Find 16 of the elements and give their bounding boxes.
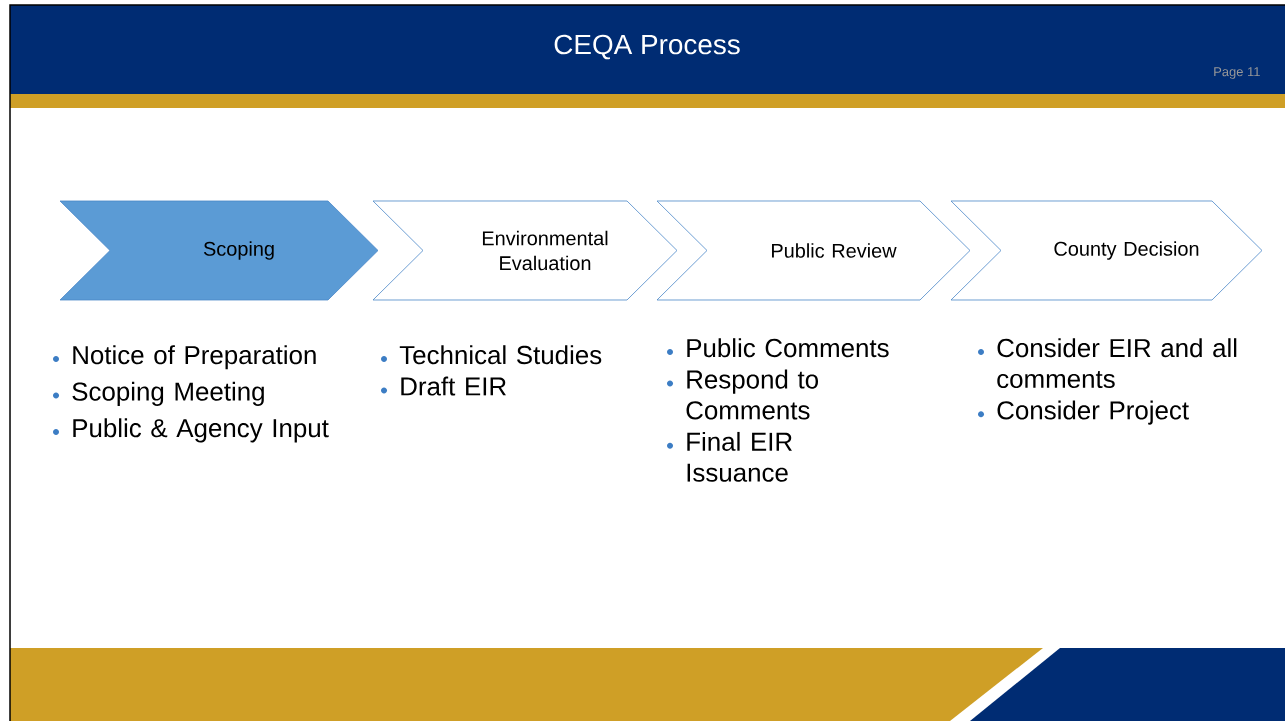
page-number: Page 11 <box>1214 67 1260 79</box>
bullet-item: Final EIR Issuance <box>667 431 792 482</box>
bullet-item: Respond to Comments <box>667 369 818 420</box>
slide-title: CEQA Process <box>554 34 740 60</box>
bullet-item: Consider Project <box>978 400 1189 425</box>
chevron-step: County Decision <box>950 200 1263 301</box>
bullet-item: Notice of Preparation <box>53 345 316 370</box>
bullet-item: Public Comments <box>667 338 889 358</box>
bullet-item: Public & Agency Input <box>53 418 329 443</box>
bullet-item: Technical Studies <box>381 345 602 365</box>
bullet-item: Draft EIR <box>381 376 506 396</box>
chevron-step: Environmental Evaluation <box>372 200 678 301</box>
bullet-item: Scoping Meeting <box>53 381 264 406</box>
chevron-step: Public Review <box>656 200 971 301</box>
chevron-step: Scoping <box>59 200 379 301</box>
bullet-item: Consider EIR and all comments <box>978 338 1237 389</box>
